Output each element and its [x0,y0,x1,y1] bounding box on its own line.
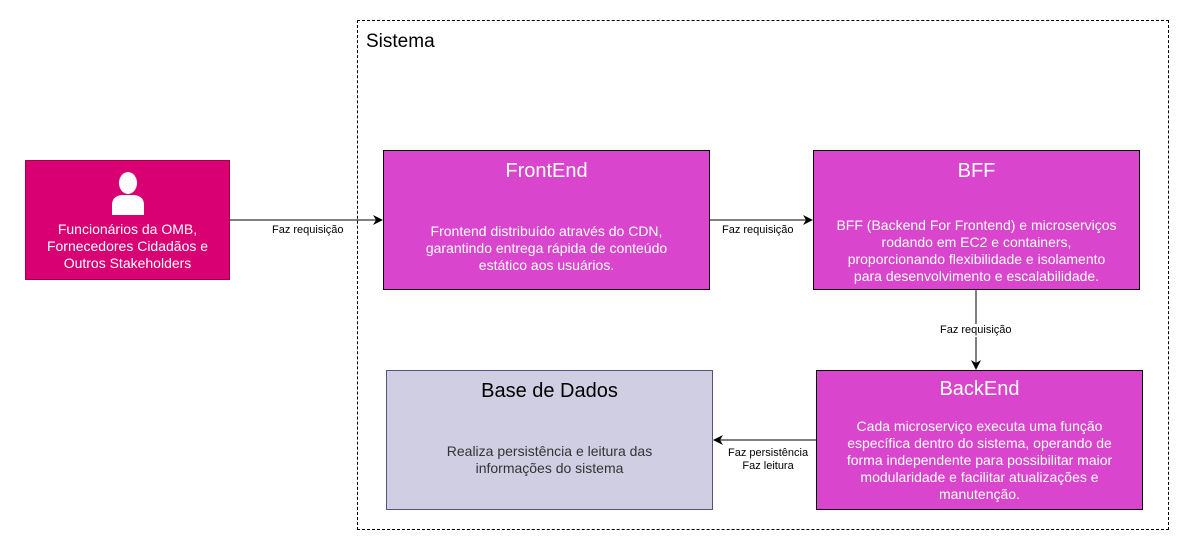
edge-label-bff-backend: Faz requisição [940,324,1012,337]
actor-label: Funcionários da OMB, Fornecedores Cidadã… [46,221,209,271]
backend-description: Cada microserviço executa uma função esp… [846,418,1113,502]
person-icon [112,172,144,215]
database-node[interactable]: Base de Dados Realiza persistência e lei… [386,370,713,510]
bff-description: BFF (Backend For Frontend) e microserviç… [836,217,1117,284]
system-boundary: Sistema [357,20,1169,530]
backend-title: BackEnd [939,378,1020,400]
edge-label-backend-database: Faz persistência Faz leitura [728,447,809,473]
frontend-node[interactable]: FrontEnd Frontend distribuído através do… [383,150,710,290]
system-title: Sistema [366,31,435,52]
database-title: Base de Dados [481,380,618,402]
backend-node[interactable]: BackEnd Cada microserviço executa uma fu… [816,370,1143,510]
frontend-description: Frontend distribuído através do CDN, gar… [425,223,668,273]
edge-label-actor-frontend: Faz requisição [272,224,344,237]
edge-label-frontend-bff: Faz requisição [722,224,794,237]
bff-title: BFF [957,160,996,182]
bff-node[interactable]: BFF BFF (Backend For Frontend) e microse… [813,150,1140,290]
actor-node[interactable]: Funcionários da OMB, Fornecedores Cidadã… [25,160,230,280]
database-description: Realiza persistência e leitura das infor… [446,443,653,476]
frontend-title: FrontEnd [505,160,588,182]
